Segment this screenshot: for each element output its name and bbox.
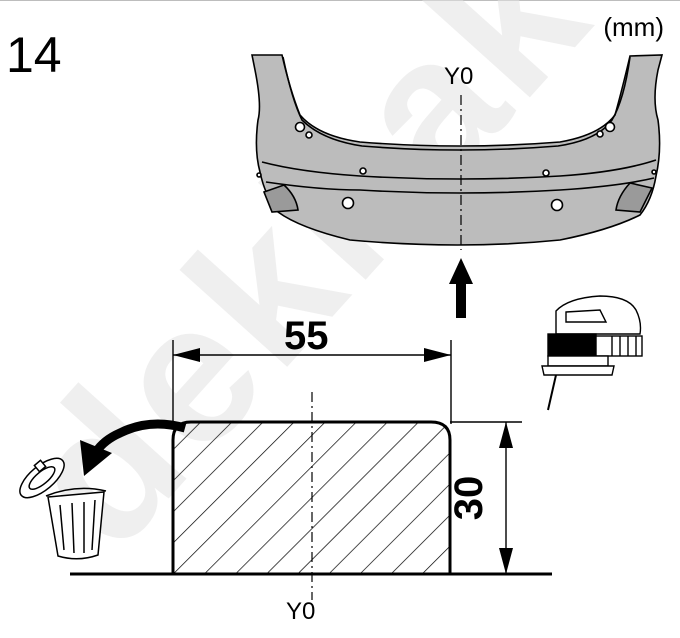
height-dimension	[450, 421, 522, 574]
reference-top-label: Y0	[444, 63, 474, 90]
top-border-line	[0, 0, 680, 1]
rear-bumper-illustration	[251, 54, 664, 246]
curved-arrow-icon	[80, 419, 187, 476]
trash-can-icon	[19, 457, 107, 560]
cutout-width-label: 55	[284, 314, 329, 358]
width-dimension	[172, 340, 452, 424]
unit-label: (mm)	[603, 12, 664, 42]
cutout-height-label: 30	[447, 475, 491, 521]
up-arrow-icon	[449, 258, 473, 318]
jigsaw-icon	[541, 295, 643, 411]
reference-bottom-label: Y0	[286, 598, 316, 625]
step-number: 14	[6, 27, 62, 83]
